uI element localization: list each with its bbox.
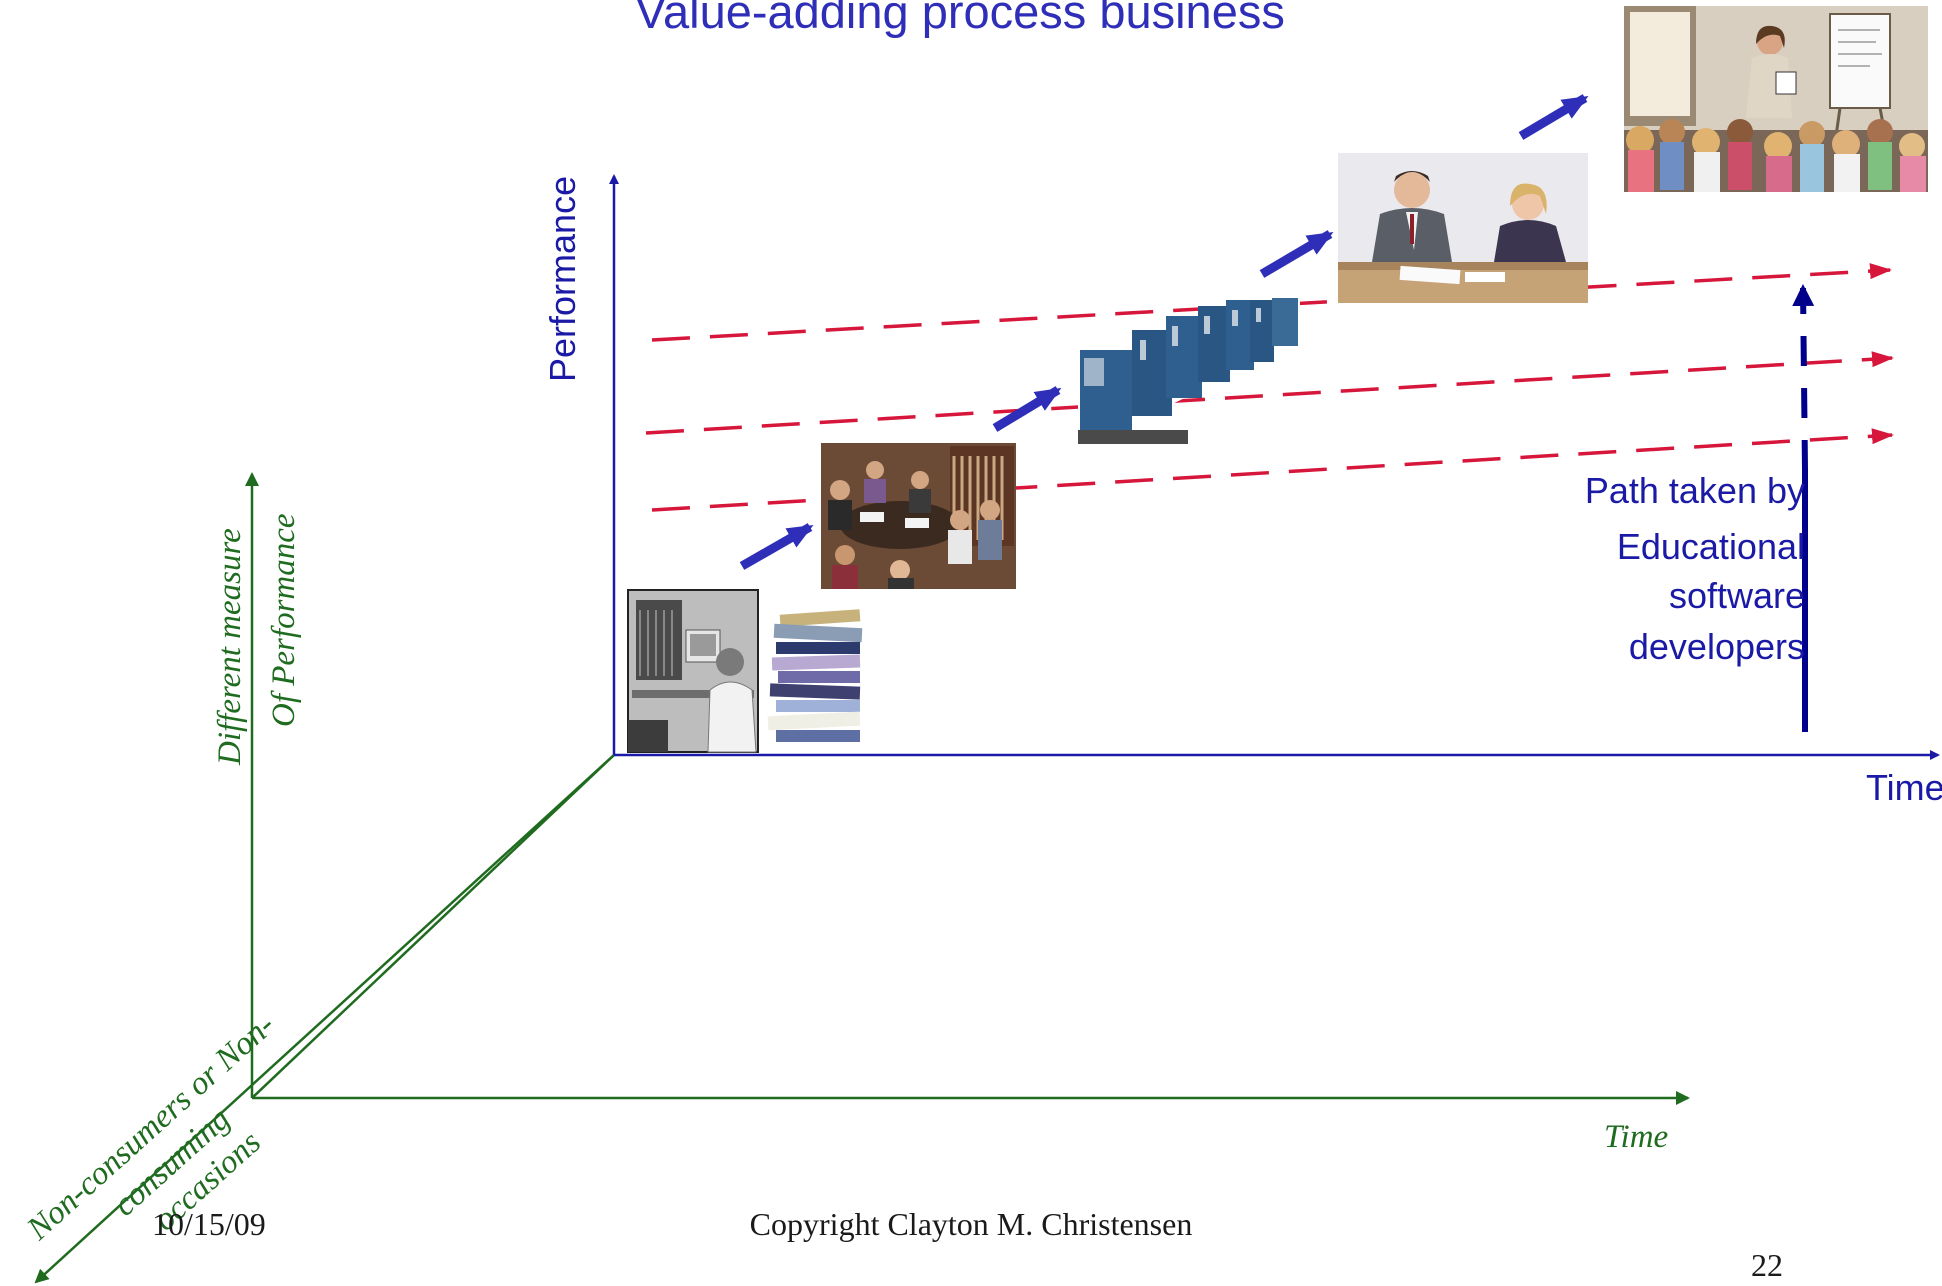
path-arrow [1792,284,1815,732]
trajectory-middle [645,351,1894,435]
printing-press-photo [1078,296,1300,444]
back-x-label: Time [1604,1119,1668,1155]
page-number: 22 [1751,1247,1783,1283]
depth-axis-connector [251,754,615,1099]
annotation-line3: software [1669,575,1805,616]
annotation-line1: Path taken by [1585,470,1805,511]
front-axes [609,174,1940,760]
back-axes [34,472,1690,1284]
annotation-line2: Educational [1617,526,1805,567]
path-arrow-dashed [1792,284,1815,471]
man-at-computer-photo [627,589,759,753]
business-meeting-photo [1338,153,1588,303]
step-arrow-1 [739,523,814,570]
step-arrow-2 [992,386,1062,432]
classroom-teacher-photo [1624,6,1928,192]
depth-axis-label: Non-consumers or Non- consuming occasion… [20,1007,282,1248]
step-arrows [739,94,1589,570]
back-y-label-line1: Different measure [212,528,248,766]
annotation-line4: developers [1629,626,1805,667]
slide-title: Value-adding process business [635,0,1285,38]
trajectory-upper [651,263,1892,342]
depth-axis [34,754,615,1284]
footer-copyright: Copyright Clayton M. Christensen [750,1206,1193,1242]
seminar-group-photo [821,443,1016,589]
step-arrow-3 [1259,230,1334,278]
front-x-label: Time [1866,767,1942,808]
step-arrow-4 [1518,94,1589,140]
footer-date: 10/15/09 [152,1206,266,1242]
path-annotation: Path taken by Educational software devel… [1585,470,1805,667]
front-y-label: Performance [542,176,583,382]
back-y-label-line2: Of Performance [266,513,302,727]
stack-of-books-photo [767,609,863,742]
